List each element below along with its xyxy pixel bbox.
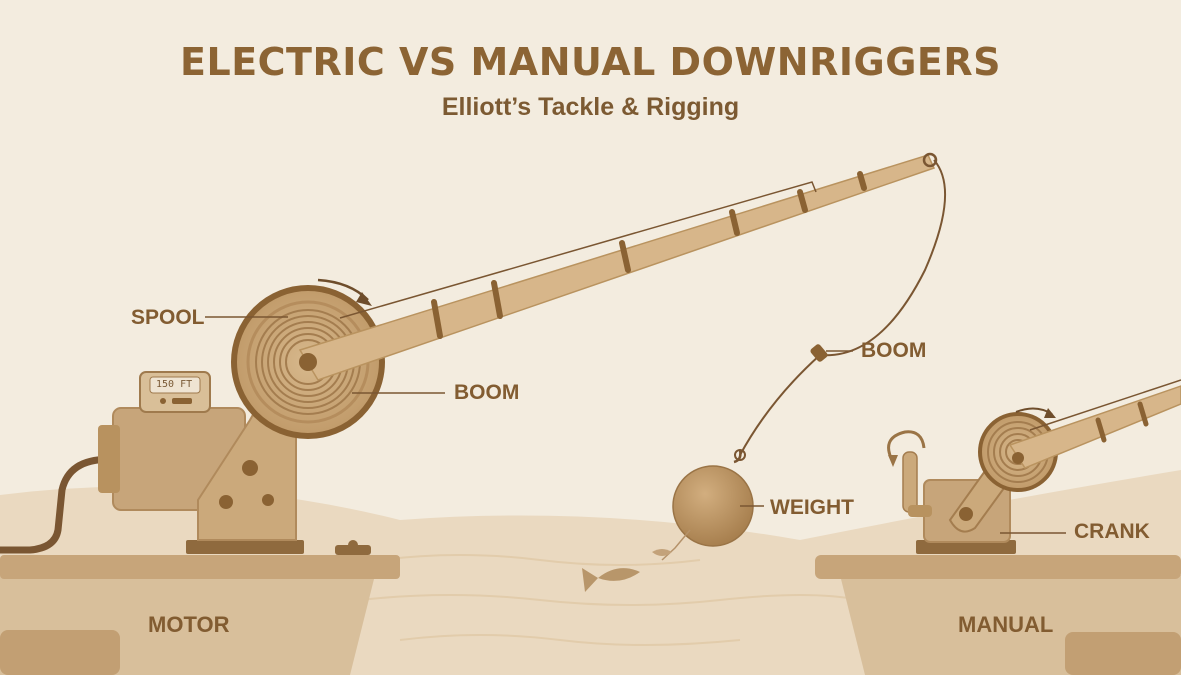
manual-downrigger <box>815 379 1181 675</box>
label-spool: SPOOL <box>131 306 205 329</box>
page-title: ELECTRIC VS MANUAL DOWNRIGGERS <box>180 40 1001 84</box>
fish-icon <box>582 529 691 592</box>
cannonball-weight <box>672 449 754 547</box>
electric-downrigger <box>0 152 947 675</box>
label-manual: MANUAL <box>958 612 1054 637</box>
right-base-plate <box>916 540 1016 554</box>
crank-handle-icon <box>887 430 932 517</box>
right-boat-deck <box>815 555 1181 579</box>
label-boom-left: BOOM <box>454 381 520 404</box>
power-cable <box>0 455 124 554</box>
depth-readout: 150 FT <box>156 379 193 390</box>
left-base-plate <box>186 540 304 554</box>
label-boom-right: BOOM <box>861 339 927 362</box>
label-crank: CRANK <box>1074 520 1150 543</box>
label-weight: WEIGHT <box>770 496 854 519</box>
page-subtitle: Elliott’s Tackle & Rigging <box>441 93 740 121</box>
left-boat-deck <box>0 555 400 579</box>
cable-line <box>739 159 947 456</box>
cable-top <box>339 181 817 319</box>
left-boom <box>298 154 936 381</box>
label-motor: MOTOR <box>148 612 230 637</box>
